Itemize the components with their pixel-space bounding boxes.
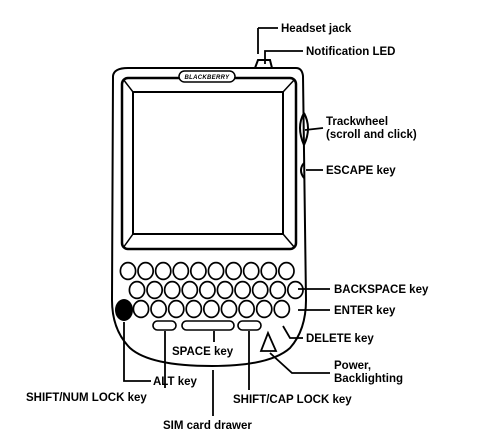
keyboard-key[interactable] bbox=[260, 261, 278, 281]
keyboard-key[interactable] bbox=[163, 280, 181, 300]
backspace-key-label: BACKSPACE key bbox=[334, 284, 429, 296]
keyboard-key[interactable] bbox=[167, 299, 185, 319]
sim-card-drawer-label: SIM card drawer bbox=[163, 420, 252, 432]
keyboard-key[interactable] bbox=[181, 280, 199, 300]
callout-labels: Headset jack Notification LED Trackwheel… bbox=[26, 23, 429, 432]
enter-key[interactable] bbox=[286, 280, 304, 300]
keyboard-key[interactable] bbox=[251, 280, 269, 300]
screen-bezel bbox=[120, 76, 298, 251]
enter-key-label: ENTER key bbox=[334, 305, 396, 317]
notification-led-label: Notification LED bbox=[306, 46, 395, 58]
keyboard-key[interactable] bbox=[255, 299, 273, 319]
escape-key-label: ESCAPE key bbox=[326, 165, 396, 177]
keyboard-key[interactable] bbox=[202, 299, 220, 319]
space-key[interactable] bbox=[181, 320, 235, 331]
trackwheel[interactable] bbox=[299, 112, 309, 146]
keyboard-key[interactable] bbox=[242, 261, 260, 281]
keyboard-key[interactable] bbox=[172, 261, 190, 281]
keyboard-key[interactable] bbox=[220, 299, 238, 319]
keyboard-key[interactable] bbox=[234, 280, 252, 300]
keyboard-key[interactable] bbox=[225, 261, 243, 281]
keyboard-key[interactable] bbox=[198, 280, 216, 300]
trackwheel-label-line1: Trackwheel bbox=[326, 116, 388, 128]
shift-num-lock-key-label: SHIFT/NUM LOCK key bbox=[26, 392, 147, 404]
trackwheel-label-line2: (scroll and click) bbox=[326, 129, 417, 141]
shift-cap-lock-key[interactable] bbox=[237, 320, 262, 331]
keyboard bbox=[119, 261, 304, 319]
keyboard-key[interactable] bbox=[150, 299, 168, 319]
bottom-row-keys bbox=[152, 320, 262, 331]
alt-key-label: ALT key bbox=[153, 376, 197, 388]
power-label-line1: Power, bbox=[334, 360, 371, 372]
device-screen bbox=[134, 93, 282, 233]
keyboard-key[interactable] bbox=[154, 261, 172, 281]
brand-logo: BLACKBERRY bbox=[185, 75, 231, 81]
keyboard-key[interactable] bbox=[146, 280, 164, 300]
delete-key-label: DELETE key bbox=[306, 333, 374, 345]
shift-cap-lock-key-label: SHIFT/CAP LOCK key bbox=[233, 394, 352, 406]
keyboard-key[interactable] bbox=[128, 280, 146, 300]
power-label-line2: Backlighting bbox=[334, 373, 403, 385]
keyboard-key[interactable] bbox=[189, 261, 207, 281]
power-key[interactable] bbox=[259, 330, 278, 352]
keyboard-key[interactable] bbox=[132, 299, 150, 319]
escape-key[interactable] bbox=[300, 162, 305, 179]
shift-num-lock-key[interactable] bbox=[152, 320, 177, 331]
keyboard-key[interactable] bbox=[207, 261, 225, 281]
brand-badge: BLACKBERRY bbox=[178, 70, 236, 83]
keyboard-key[interactable] bbox=[238, 299, 256, 319]
backspace-key[interactable] bbox=[277, 261, 295, 281]
keyboard-key[interactable] bbox=[269, 280, 287, 300]
keyboard-key[interactable] bbox=[119, 261, 137, 281]
alt-key[interactable] bbox=[115, 299, 133, 321]
keyboard-key[interactable] bbox=[137, 261, 155, 281]
leader-lines bbox=[123, 27, 330, 416]
delete-key[interactable] bbox=[273, 299, 291, 319]
space-key-label: SPACE key bbox=[172, 346, 234, 358]
keyboard-key[interactable] bbox=[216, 280, 234, 300]
headset-jack-label: Headset jack bbox=[281, 23, 352, 35]
keyboard-key[interactable] bbox=[185, 299, 203, 319]
